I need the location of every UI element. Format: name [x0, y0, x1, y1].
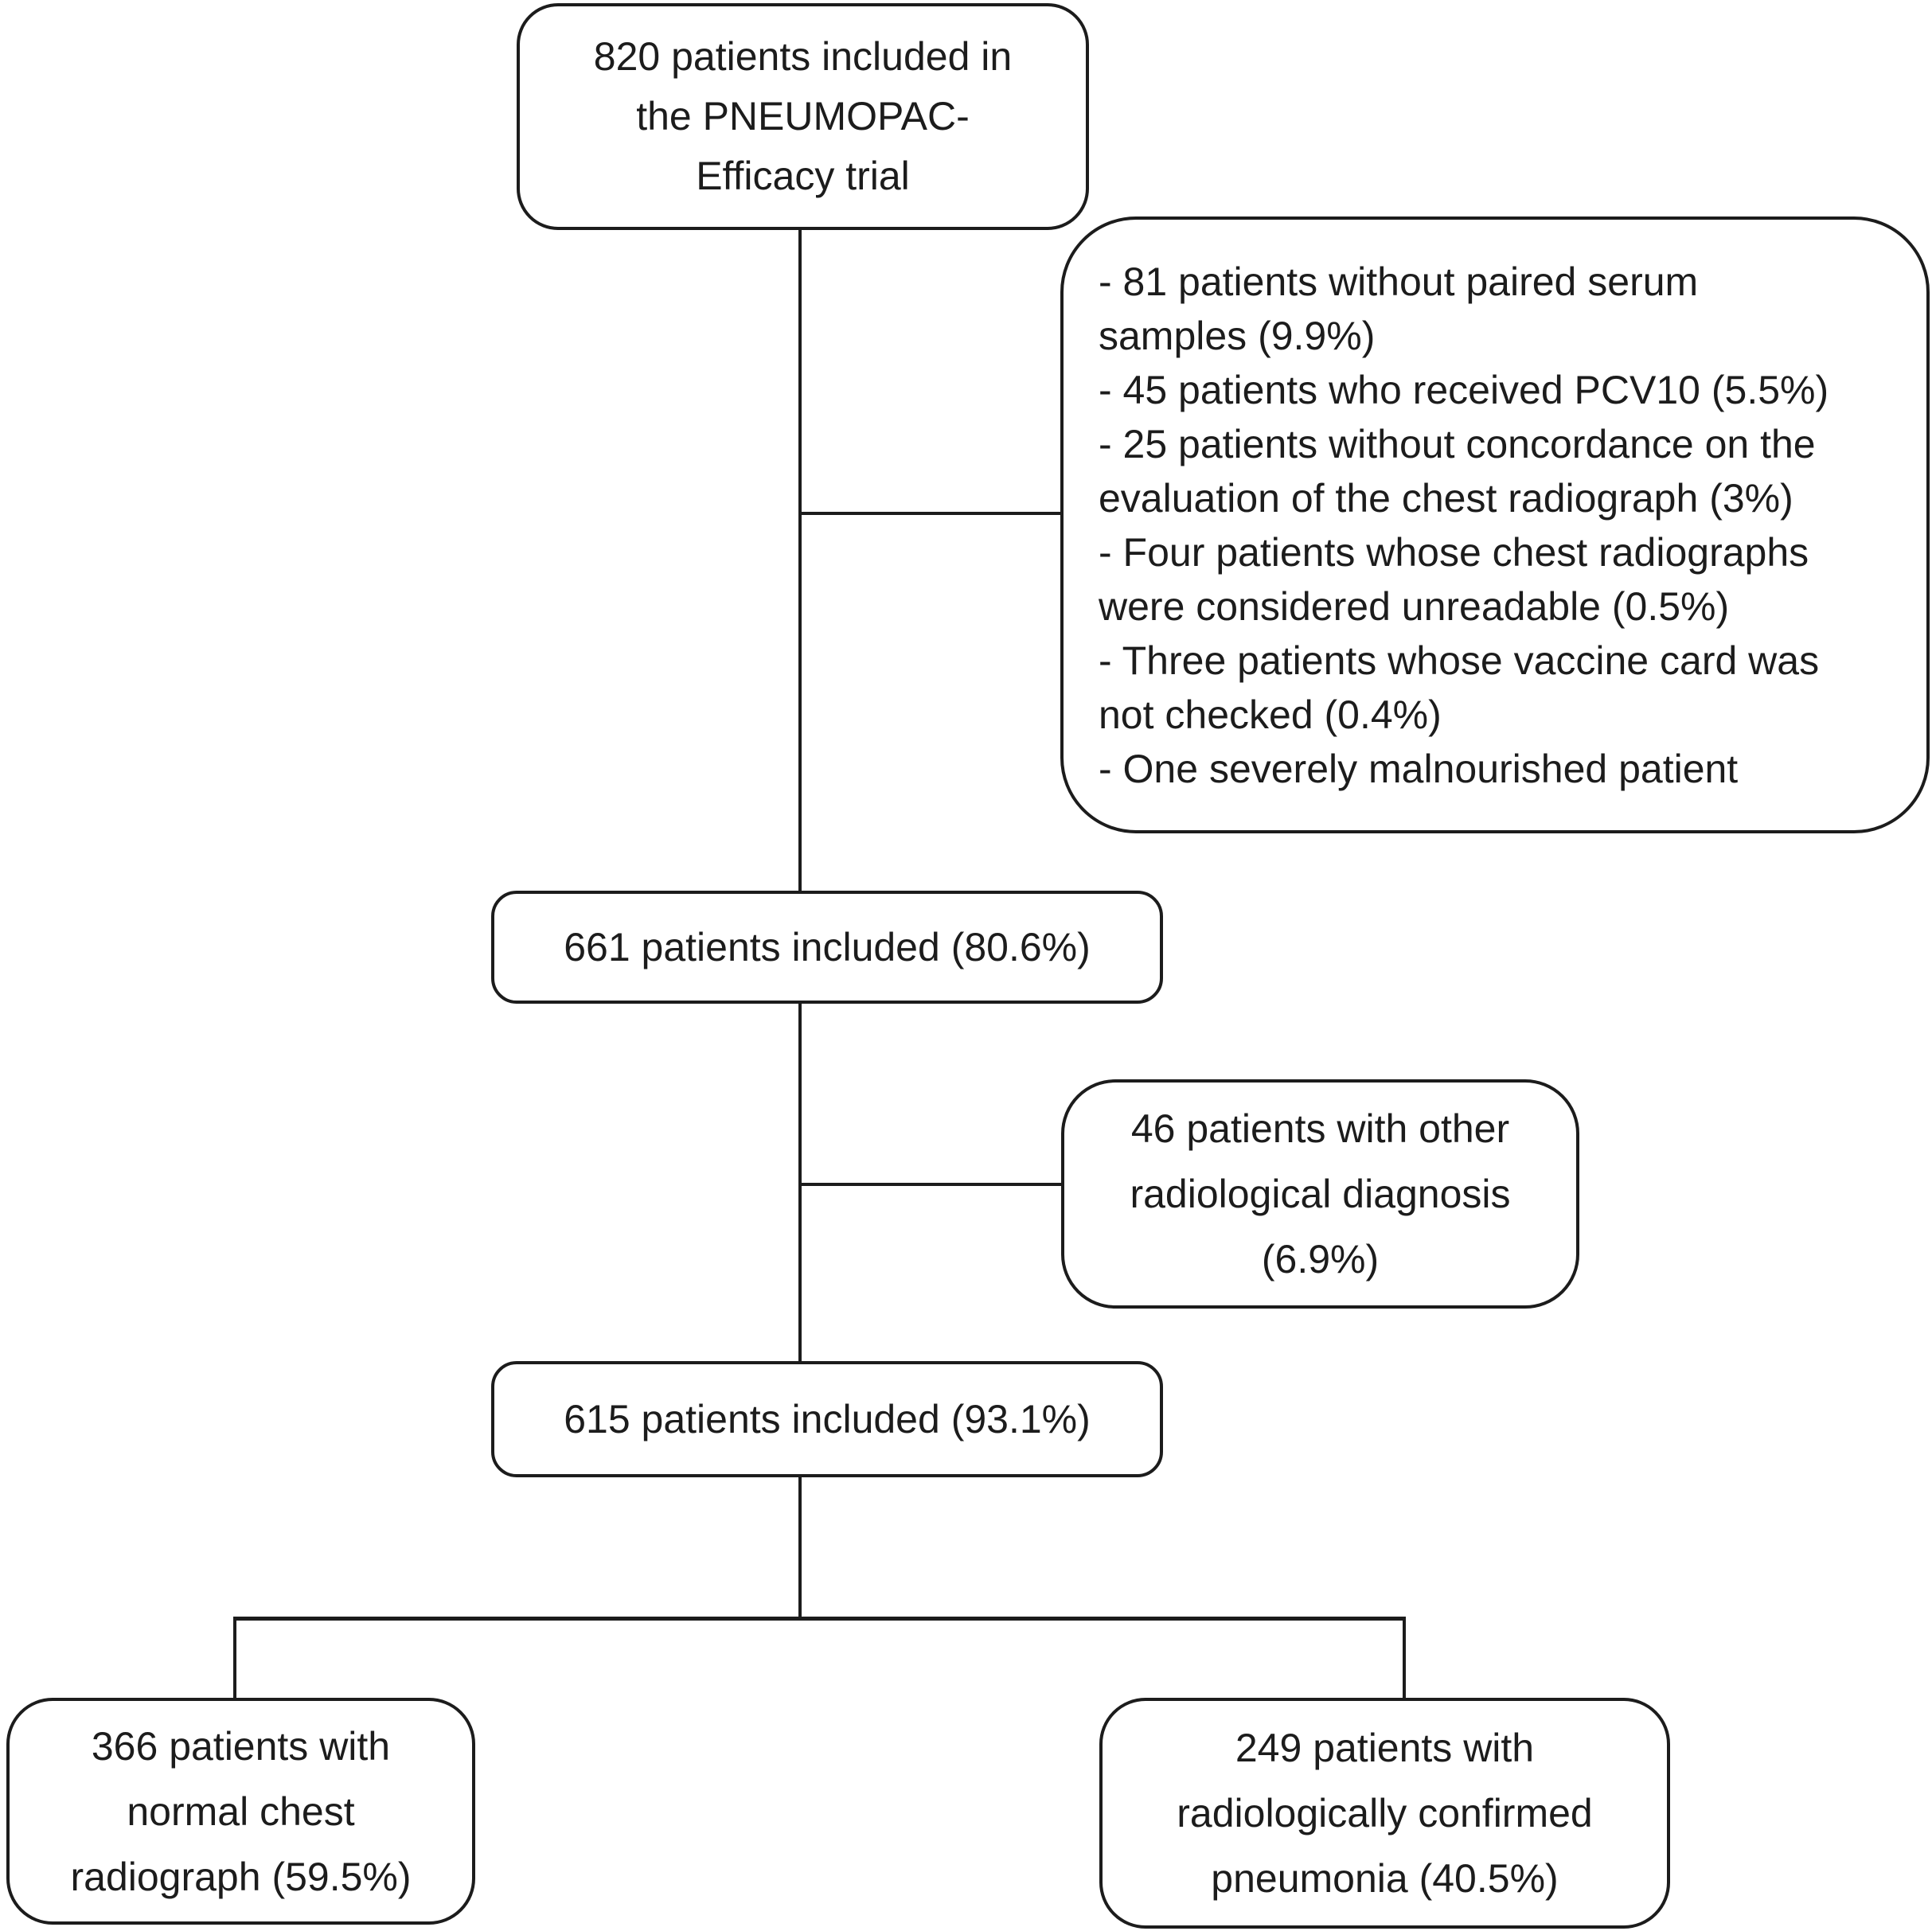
box-text-line: 249 patients with: [1235, 1726, 1535, 1770]
box-text-line: radiological diagnosis: [1130, 1172, 1511, 1216]
connector-661-to-615: [798, 1001, 802, 1363]
exclusion-text-line: not checked (0.4%): [1099, 692, 1442, 737]
box-text-line: normal chest: [127, 1789, 355, 1834]
connector-615-to-split: [798, 1475, 802, 1621]
box-text-line: 820 patients included in: [593, 34, 1013, 79]
connector-branch-exclusions: [800, 512, 1062, 515]
connector-split-to-normal: [233, 1619, 236, 1699]
box-normal-radiograph-366: 366 patients with normal chest radiograp…: [6, 1698, 475, 1925]
exclusion-text-line: - Three patients whose vaccine card was: [1099, 638, 1820, 683]
exclusion-text-line: samples (9.9%): [1099, 313, 1376, 358]
box-text-line: the PNEUMOPAC-: [636, 94, 970, 138]
box-text-line: radiograph (59.5%): [70, 1854, 412, 1899]
box-confirmed-pneumonia-249: 249 patients with radiologically confirm…: [1099, 1698, 1670, 1929]
box-included-615: 615 patients included (93.1%): [491, 1361, 1163, 1477]
exclusion-text-line: - Four patients whose chest radiographs: [1099, 529, 1809, 575]
connector-branch-other-radiological: [800, 1183, 1063, 1186]
box-exclusions: - 81 patients without paired serum sampl…: [1060, 217, 1930, 833]
box-text-line: pneumonia (40.5%): [1211, 1856, 1559, 1901]
box-text-line: 615 patients included (93.1%): [564, 1396, 1091, 1441]
box-other-radiological-46: 46 patients with other radiological diag…: [1061, 1079, 1579, 1309]
connector-enrolled-to-661: [798, 228, 802, 892]
box-included-661: 661 patients included (80.6%): [491, 891, 1163, 1004]
connector-split-to-pneumonia: [1403, 1619, 1406, 1699]
box-text-line: 46 patients with other: [1130, 1106, 1510, 1151]
box-text-line: Efficacy trial: [696, 154, 910, 198]
exclusion-text-line: - 81 patients without paired serum: [1099, 259, 1699, 304]
exclusion-text-line: - One severely malnourished patient: [1099, 746, 1739, 791]
connector-split-horizontal: [233, 1617, 1406, 1621]
box-text-line: radiologically confirmed: [1177, 1791, 1593, 1835]
exclusion-text-line: - 45 patients who received PCV10 (5.5%): [1099, 367, 1829, 412]
exclusion-text-line: were considered unreadable (0.5%): [1099, 583, 1730, 629]
box-text-line: 661 patients included (80.6%): [564, 924, 1091, 969]
box-enrolled-820: 820 patients included in the PNEUMOPAC- …: [517, 3, 1089, 230]
box-text-line: (6.9%): [1261, 1237, 1380, 1281]
box-text-line: 366 patients with: [91, 1723, 391, 1769]
exclusion-text-line: - 25 patients without concordance on the: [1099, 421, 1816, 466]
exclusion-text-line: evaluation of the chest radiograph (3%): [1099, 475, 1793, 521]
